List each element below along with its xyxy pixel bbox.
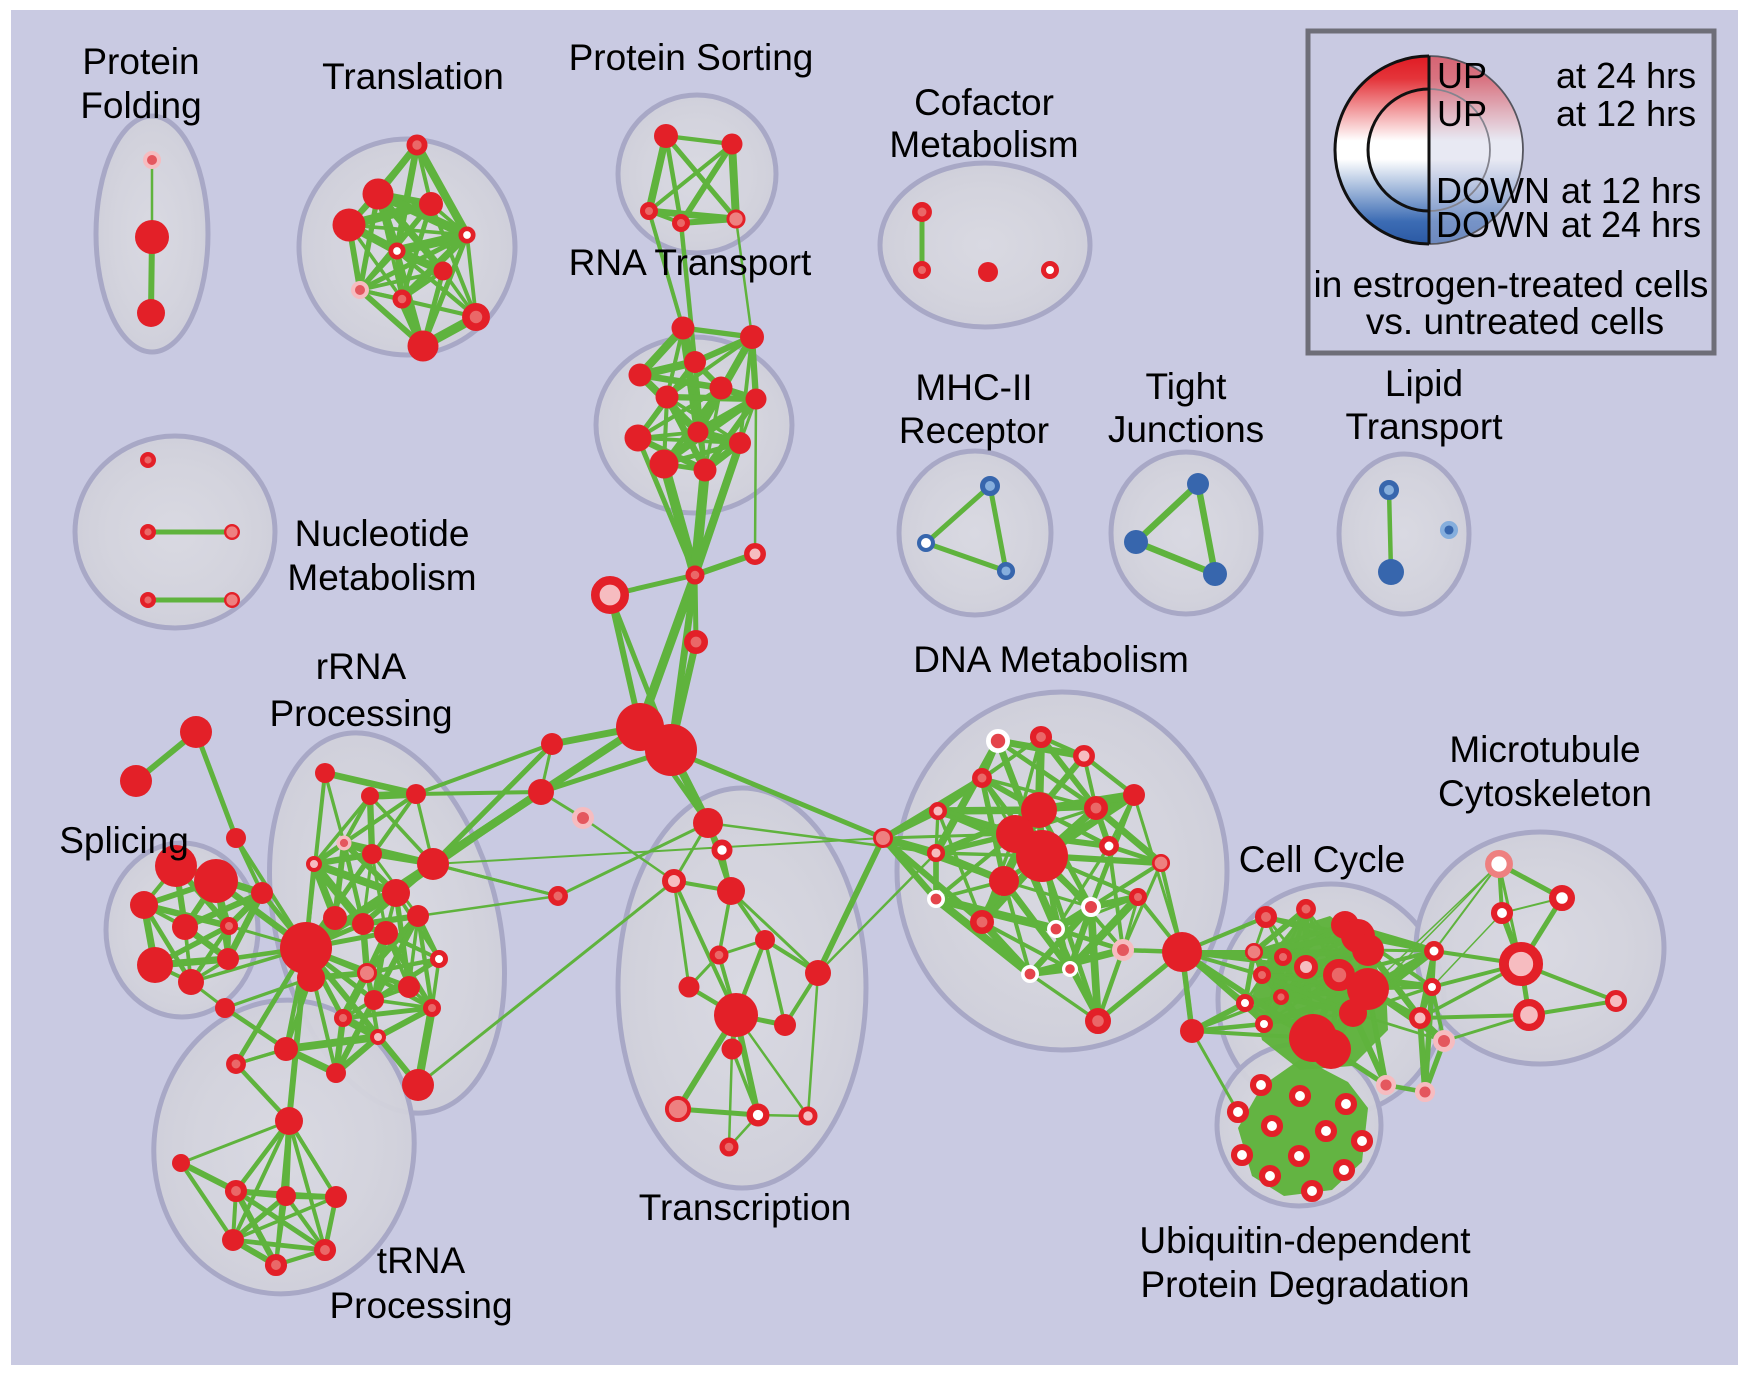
svg-text:Tight: Tight	[1146, 366, 1228, 407]
svg-text:vs. untreated cells: vs. untreated cells	[1366, 301, 1664, 342]
svg-text:DNA Metabolism: DNA Metabolism	[913, 639, 1189, 680]
svg-text:Processing: Processing	[269, 693, 452, 734]
svg-text:Microtubule: Microtubule	[1449, 729, 1640, 770]
svg-text:tRNA: tRNA	[377, 1240, 466, 1281]
svg-text:Receptor: Receptor	[899, 410, 1049, 451]
svg-text:Cell Cycle: Cell Cycle	[1239, 839, 1406, 880]
svg-text:Protein Sorting: Protein Sorting	[569, 37, 814, 78]
svg-text:Metabolism: Metabolism	[287, 557, 476, 598]
svg-text:Metabolism: Metabolism	[889, 124, 1078, 165]
svg-text:DOWN: DOWN	[1436, 204, 1550, 245]
svg-text:Junctions: Junctions	[1108, 409, 1264, 450]
svg-text:Translation: Translation	[322, 56, 504, 97]
svg-text:RNA Transport: RNA Transport	[569, 242, 812, 283]
svg-text:Ubiquitin-dependent: Ubiquitin-dependent	[1139, 1220, 1471, 1261]
svg-text:Cytoskeleton: Cytoskeleton	[1438, 773, 1652, 814]
svg-text:at 12 hrs: at 12 hrs	[1561, 170, 1701, 211]
svg-text:Protein: Protein	[82, 41, 199, 82]
svg-text:Processing: Processing	[329, 1285, 512, 1326]
svg-text:Lipid: Lipid	[1385, 363, 1463, 404]
svg-text:at 24 hrs: at 24 hrs	[1556, 55, 1696, 96]
svg-text:Nucleotide: Nucleotide	[295, 513, 470, 554]
svg-text:Folding: Folding	[80, 85, 201, 126]
svg-text:Protein Degradation: Protein Degradation	[1140, 1264, 1469, 1305]
svg-text:Transcription: Transcription	[639, 1187, 851, 1228]
svg-text:at 12 hrs: at 12 hrs	[1556, 93, 1696, 134]
svg-text:UP: UP	[1437, 93, 1487, 134]
svg-text:UP: UP	[1437, 55, 1487, 96]
svg-text:Splicing: Splicing	[59, 820, 189, 861]
svg-text:Cofactor: Cofactor	[914, 82, 1054, 123]
svg-text:Transport: Transport	[1346, 406, 1504, 447]
svg-text:DOWN: DOWN	[1436, 170, 1550, 211]
svg-text:in estrogen-treated cells: in estrogen-treated cells	[1314, 264, 1709, 305]
svg-text:at 24 hrs: at 24 hrs	[1561, 204, 1701, 245]
svg-text:MHC-II: MHC-II	[915, 367, 1032, 408]
svg-text:rRNA: rRNA	[316, 646, 407, 687]
